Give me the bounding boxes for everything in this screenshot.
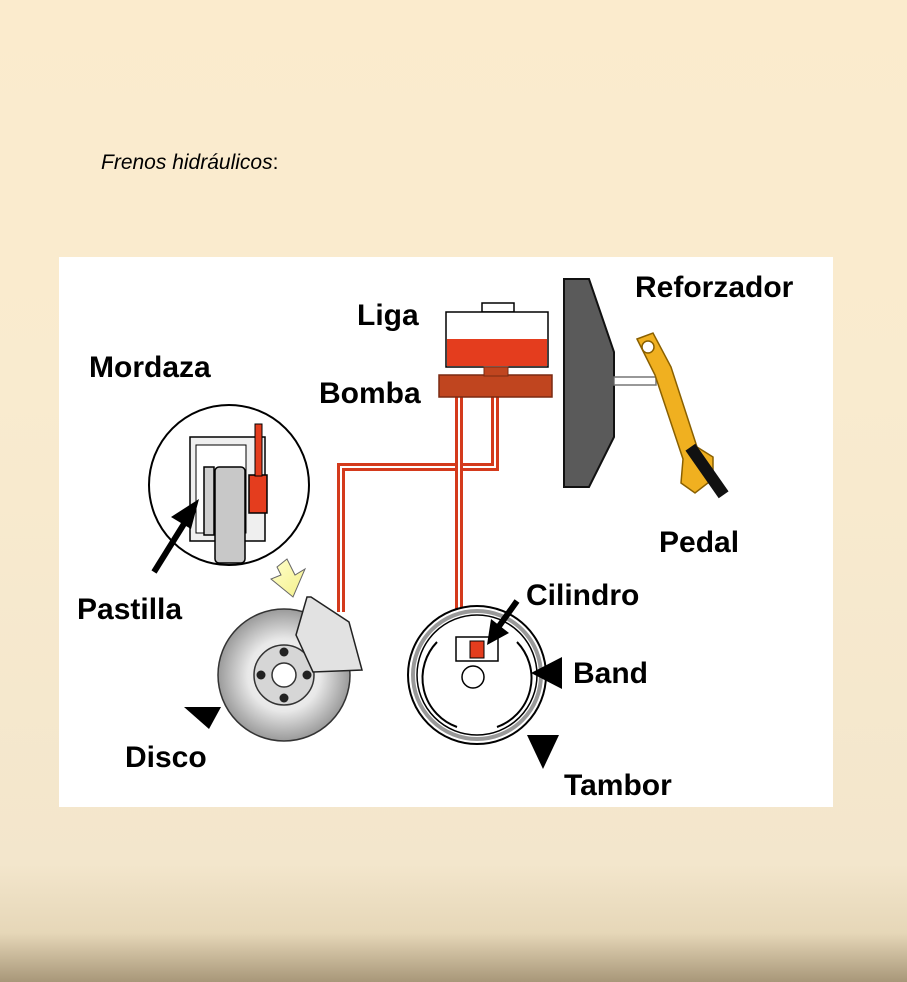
lug-right — [302, 670, 312, 680]
caliper-piston-red — [248, 474, 268, 514]
band-pointer-icon — [531, 657, 562, 689]
label-mordaza: Mordaza — [89, 351, 211, 384]
lug-top — [279, 647, 289, 657]
lug-left — [256, 670, 266, 680]
pedal-pad — [685, 443, 729, 499]
label-liga: Liga — [357, 299, 419, 332]
line-from-pump-left — [445, 397, 499, 471]
caliper-piston-outer — [203, 466, 215, 536]
drum-brake — [407, 605, 547, 745]
label-disco: Disco — [125, 741, 207, 774]
brake-lines — [337, 397, 499, 617]
reservoir-cap — [481, 302, 515, 313]
master-cylinder — [438, 302, 553, 398]
wheel-cylinder-red — [469, 640, 485, 659]
label-pastilla: Pastilla — [77, 593, 182, 626]
booster — [563, 278, 657, 488]
disc-brake — [217, 596, 363, 742]
disco-pointer-icon — [184, 707, 221, 729]
brake-pad — [295, 596, 363, 673]
slide-title-colon: : — [272, 151, 279, 174]
label-cilindro: Cilindro — [526, 579, 639, 612]
caliper-disc-slice — [214, 466, 246, 564]
hydraulic-brake-diagram: Reforzador Liga Mordaza Bomba Pedal Cili… — [59, 257, 833, 807]
tambor-pointer-icon — [527, 735, 559, 769]
label-band: Band — [573, 657, 648, 690]
booster-body — [563, 278, 615, 488]
pastilla-arrow-icon — [151, 499, 199, 574]
pedal-assembly — [635, 332, 729, 499]
label-bomba: Bomba — [319, 377, 421, 410]
label-pedal: Pedal — [659, 526, 739, 559]
pedal-pivot — [641, 340, 655, 354]
cilindro-arrow-icon — [487, 599, 520, 645]
pump-body — [438, 374, 553, 398]
caliper-line-red — [254, 423, 263, 477]
drum-hub — [461, 665, 485, 689]
disc-center-hole — [271, 662, 297, 688]
pushrod — [613, 376, 657, 386]
slide-title: Frenos hidráulicos: — [101, 151, 278, 175]
reservoir-fluid — [447, 339, 547, 366]
line-from-pump-left-inner — [445, 397, 496, 468]
lug-bottom — [279, 693, 289, 703]
line-to-caliper — [337, 463, 445, 612]
label-tambor: Tambor — [564, 769, 672, 802]
caliper-detail — [148, 404, 310, 566]
slide-title-text: Frenos hidráulicos — [101, 151, 273, 174]
pump-neck — [483, 366, 509, 377]
label-reforzador: Reforzador — [635, 271, 794, 304]
brake-shoe-left — [421, 641, 458, 728]
line-to-caliper-inner — [340, 466, 445, 612]
brake-shoe-right — [496, 641, 533, 728]
yellow-arrow-icon — [270, 558, 307, 598]
diagram-canvas: Reforzador Liga Mordaza Bomba Pedal Cili… — [77, 271, 794, 802]
